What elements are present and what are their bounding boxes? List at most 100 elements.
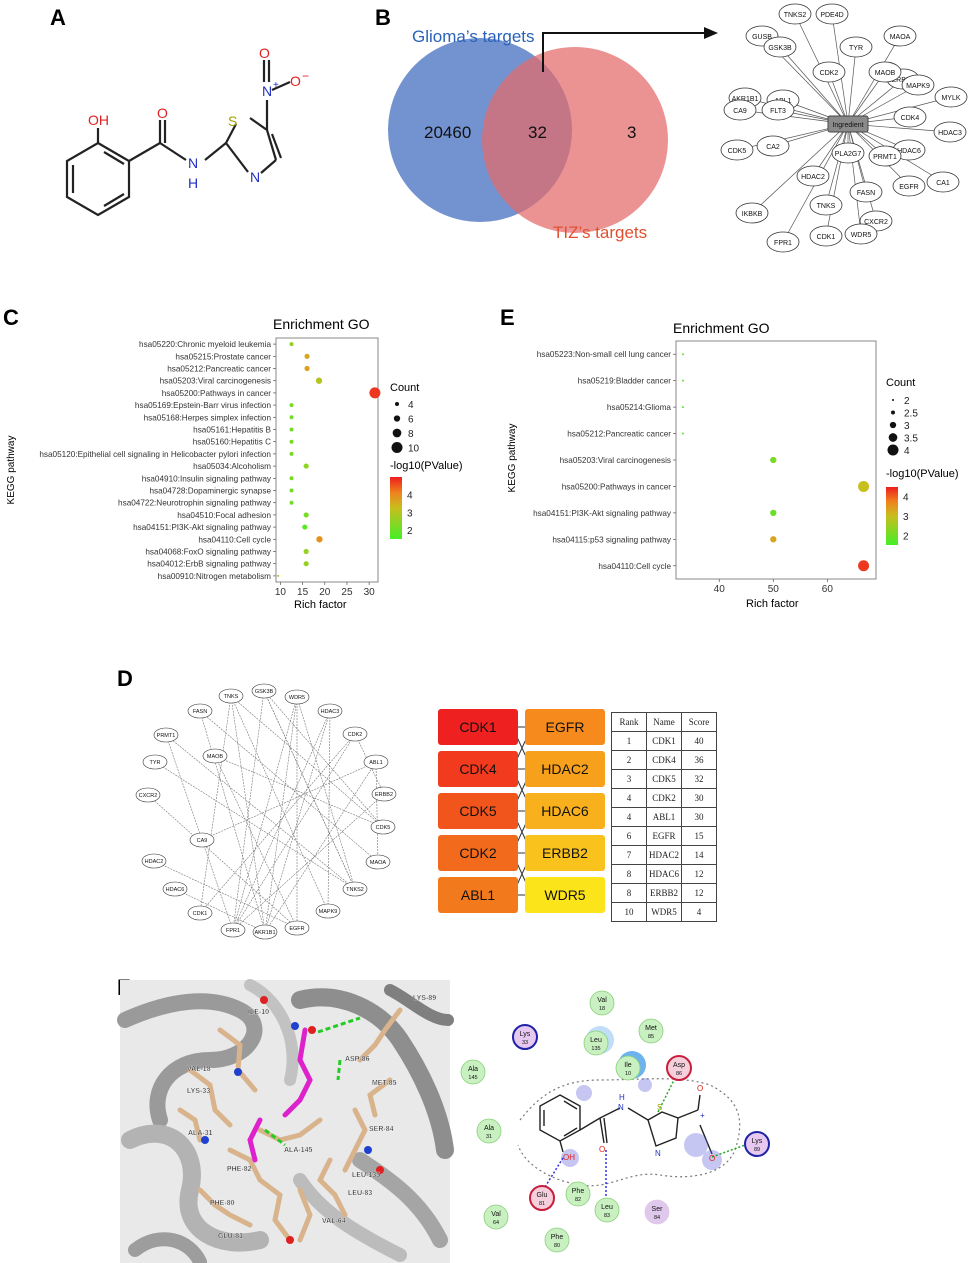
target-node-cdk4: [893, 106, 927, 128]
legend-size-label: 2: [904, 396, 910, 407]
hub-gene-label: ABL1: [461, 887, 495, 903]
target-label: CDK4: [901, 115, 920, 122]
y-tick-label: hsa05214:Glioma: [607, 403, 672, 412]
x-tick-label: 30: [364, 587, 376, 598]
target-node-maoa: [883, 25, 917, 47]
legend-size-dot: [887, 444, 899, 456]
target-node-fasn: [849, 181, 883, 203]
y-tick-label: hsa05203:Viral carcinogenesis: [160, 377, 271, 386]
y-tick-label: hsa04115:p53 signaling pathway: [552, 535, 672, 544]
hub-gene-label: EGFR: [546, 719, 585, 735]
data-point: [682, 406, 685, 409]
residue-name-2d: Phe: [572, 1188, 585, 1195]
table-cell: 10: [611, 902, 647, 922]
target-label: CDK1: [817, 234, 836, 241]
target-label: TYR: [849, 45, 863, 52]
y-tick-label: hsa04722:Neurotrophin signaling pathway: [118, 499, 272, 508]
table-cell: 12: [681, 864, 717, 884]
residue-name-2d: Lys: [752, 1138, 763, 1145]
data-point: [289, 427, 294, 432]
data-point: [289, 439, 294, 444]
hub-gene-label: ERBB2: [542, 845, 588, 861]
table-cell: HDAC6: [646, 864, 682, 884]
residue-name-2d: Ile: [624, 1062, 632, 1069]
network-node-label: ERBB2: [375, 792, 393, 798]
residue-label-3d: MET-85: [372, 1080, 397, 1087]
atom-charge-plus: +: [273, 80, 279, 91]
target-node-cdk2: [812, 61, 846, 83]
table-cell: 8: [611, 864, 647, 884]
target-label: HDAC2: [801, 174, 825, 181]
chart-c-title: Enrichment GO: [273, 316, 370, 332]
residue-circle-2d: [666, 1055, 692, 1081]
residue-circle-2d: [544, 1227, 570, 1253]
atom-h: H: [188, 175, 198, 191]
x-tick-label: 20: [319, 587, 331, 598]
ligand-2d-bonds: [539, 1094, 713, 1155]
edge-b: [847, 46, 857, 125]
hub-gene-label: HDAC6: [541, 803, 589, 819]
residue-name-2d: Lys: [520, 1031, 531, 1038]
data-point: [315, 377, 323, 384]
edge-d: [230, 695, 266, 933]
residue-label-3d: VAL-64: [322, 1218, 346, 1225]
network-node-label: GSK3B: [255, 689, 274, 695]
venn-circle-tiz: [482, 47, 668, 233]
edge-b: [847, 123, 877, 222]
residue-label-3d: PHE-80: [210, 1200, 235, 1207]
residue-number-2d: 33: [522, 1040, 528, 1046]
network-node: [220, 922, 246, 938]
table-header: Rank: [611, 712, 647, 732]
target-node-egfr: [892, 175, 926, 197]
x-tick-label: 25: [341, 587, 353, 598]
table-cell: 1: [611, 731, 647, 751]
legend-size-label: 4: [408, 400, 414, 411]
chart-e-legend-color-title: -log10(PValue): [886, 468, 959, 480]
legend-size-label: 4: [904, 446, 910, 457]
atom-o-nitro-1: O: [259, 45, 270, 61]
target-label: CA9: [733, 108, 747, 115]
table-cell: 6: [611, 826, 647, 846]
target-label: AKR1B1: [732, 96, 759, 103]
residue-number-2d: 64: [493, 1220, 499, 1226]
y-tick-label: hsa05212:Pancreatic cancer: [567, 430, 671, 439]
target-label: FPR1: [774, 240, 792, 247]
legend-size-label: 3.5: [904, 434, 918, 445]
y-tick-label: hsa05200:Pathways in cancer: [162, 389, 272, 398]
table-cell: 7: [611, 845, 647, 865]
residue-number-2d: 82: [575, 1197, 581, 1203]
target-node-cdk1: [809, 225, 843, 247]
table-header: Score: [681, 712, 717, 732]
hub-gene-label: CDK1: [459, 719, 497, 735]
legend-size-dot: [888, 433, 898, 442]
chart-e-title: Enrichment GO: [673, 320, 770, 336]
data-point: [289, 488, 294, 493]
target-label: FLT3: [770, 108, 786, 115]
table-cell: EGFR: [646, 826, 682, 846]
target-label: FASN: [857, 190, 875, 197]
edge-d: [230, 695, 329, 912]
residue-name-2d: Phe: [551, 1234, 564, 1241]
residue-name-2d: Leu: [601, 1204, 613, 1211]
network-node: [252, 924, 278, 940]
residue-circle-2d: [615, 1055, 641, 1081]
data-point: [303, 512, 309, 518]
enrichment-chart-c: Enrichment GO Rich factor KEGG pathway C…: [6, 316, 463, 611]
chart-e-ylabel: KEGG pathway: [507, 424, 518, 493]
ligand-atom-2d: S: [657, 1103, 662, 1112]
hub-gene-box: [525, 709, 605, 745]
residue-name-2d: Met: [645, 1025, 657, 1032]
network-node-label: MAPK9: [319, 909, 338, 915]
edge-d: [296, 696, 356, 890]
y-tick-label: hsa05220:Chronic myeloid leukemia: [139, 340, 271, 349]
molecule-atom-labels-a: OH O H N S N N O O + −: [88, 45, 309, 191]
target-label: ERBB2: [892, 77, 915, 84]
chart-plot-area: [275, 337, 379, 583]
residue-label-3d: ALA-31: [188, 1130, 213, 1137]
target-label: GUSB: [752, 34, 772, 41]
target-node-mapk9: [901, 74, 935, 96]
table-cell: 4: [611, 788, 647, 808]
network-node: [370, 819, 396, 835]
